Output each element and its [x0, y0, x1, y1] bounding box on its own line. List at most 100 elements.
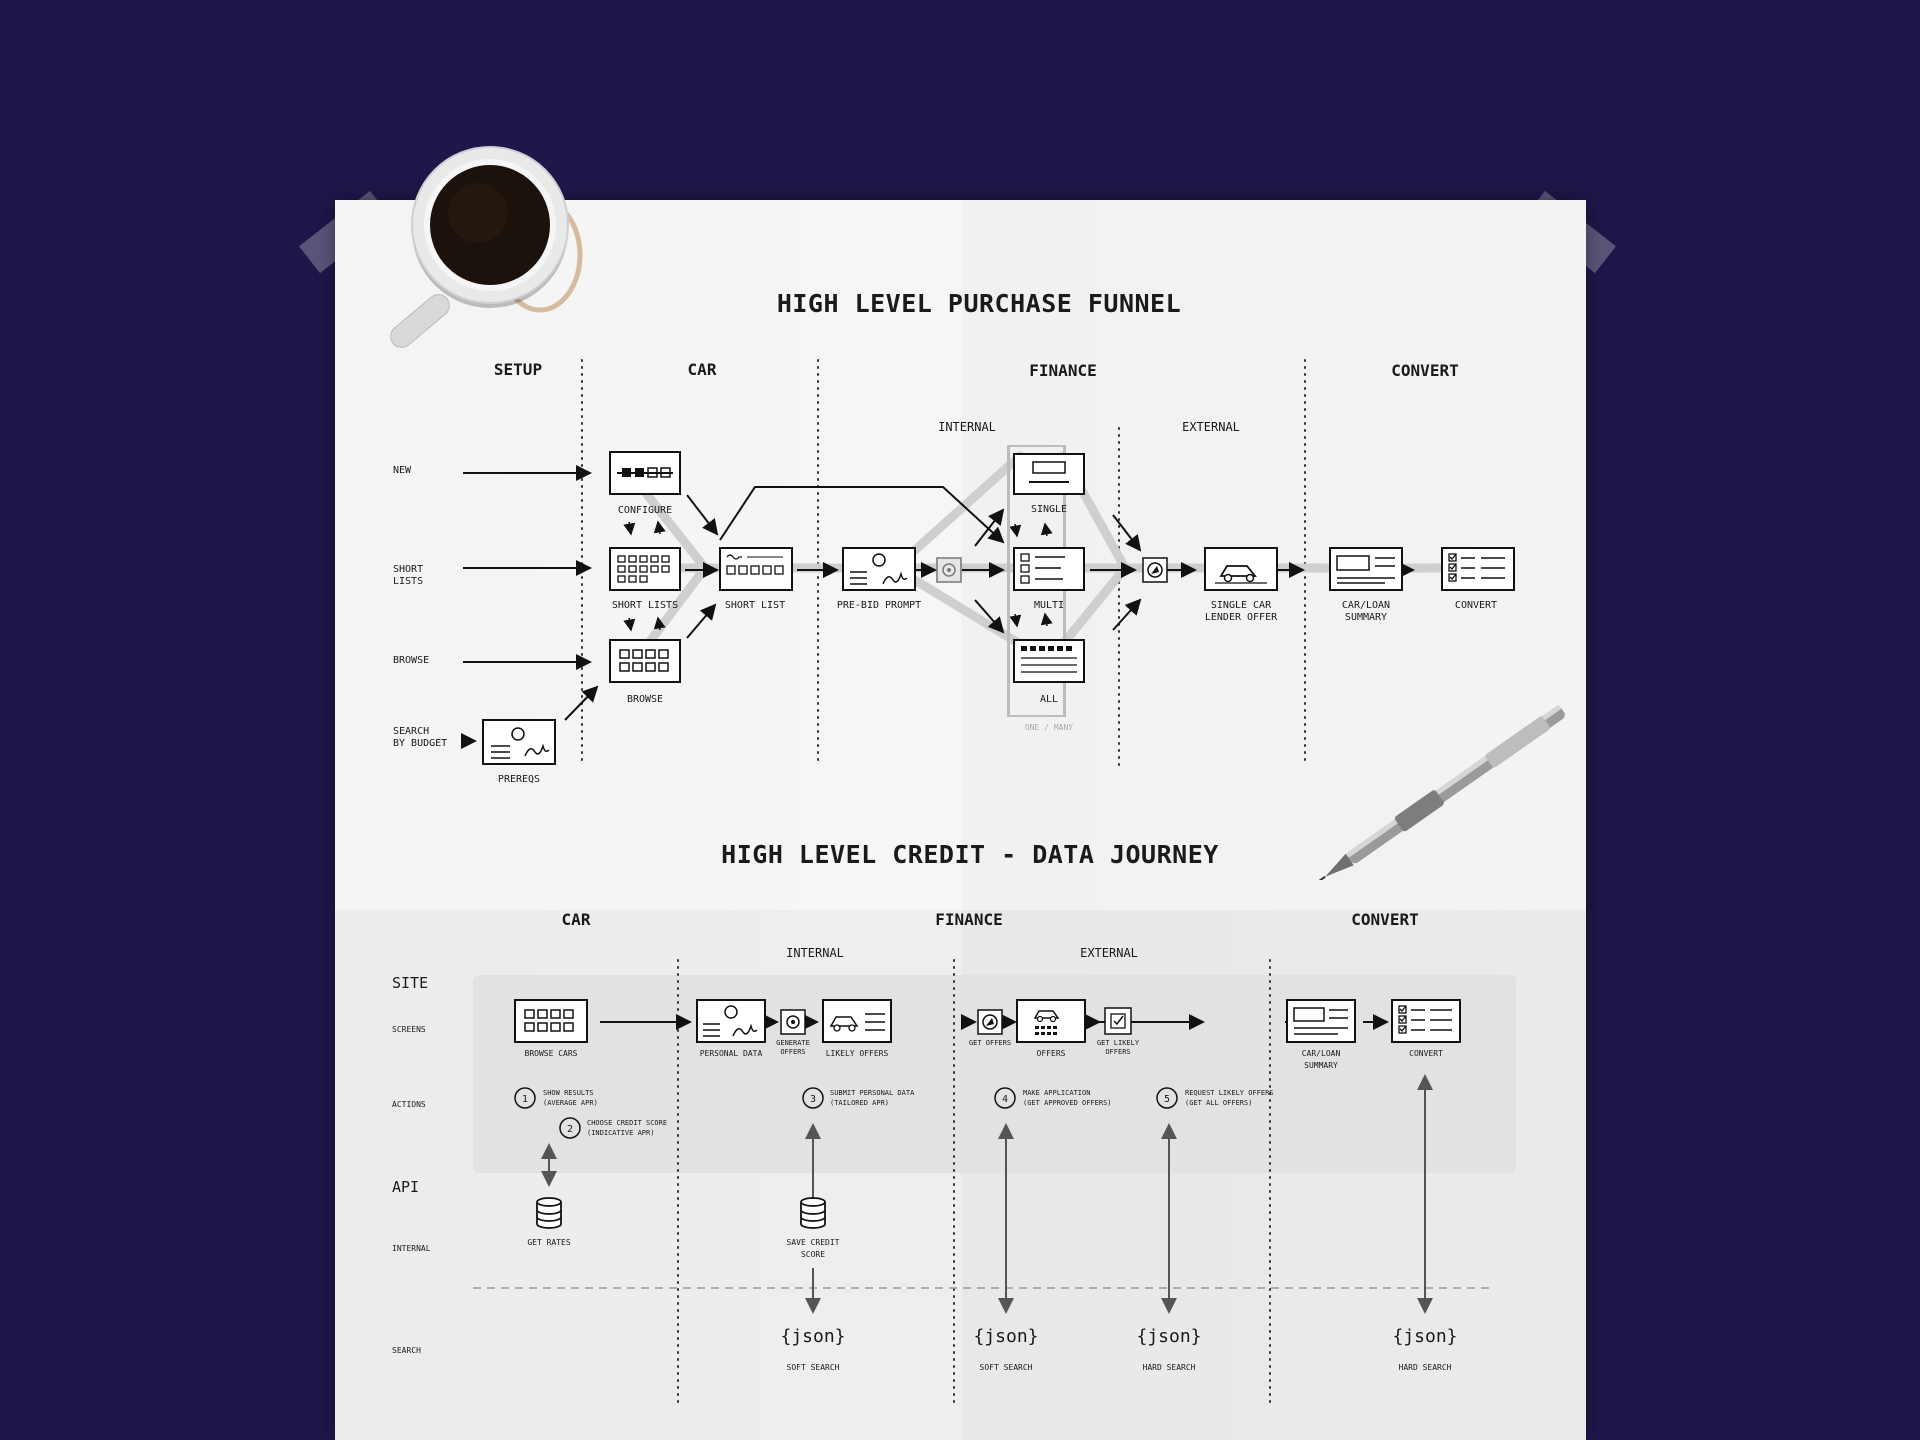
action-1: 1 SHOW RESULTS (AVERAGE APR)	[514, 1087, 598, 1109]
hard-search-label-1: HARD SEARCH	[1143, 1363, 1196, 1372]
funnel-row-search2: BY BUDGET	[393, 738, 447, 749]
json-icon-2: {json}	[973, 1326, 1038, 1347]
paper-sheet: HIGH LEVEL PURCHASE FUNNEL SETUP CAR FIN…	[335, 200, 1586, 1440]
node-short-lists[interactable]	[609, 547, 681, 591]
screen-get-likely-offers[interactable]	[1104, 1007, 1132, 1035]
screen-car-loan-summary[interactable]	[1286, 999, 1356, 1043]
screen-browse-cars[interactable]	[514, 999, 588, 1043]
row-screens: SCREENS	[392, 1025, 426, 1034]
journey-col-convert: CONVERT	[1351, 910, 1418, 929]
node-single-car-label2: LENDER OFFER	[1205, 612, 1278, 623]
node-single-car-offer[interactable]	[1204, 547, 1278, 591]
screen-browse-cars-label: BROWSE CARS	[525, 1049, 578, 1058]
svg-text:(GET ALL OFFERS): (GET ALL OFFERS)	[1185, 1099, 1252, 1107]
section-api: API	[392, 1178, 419, 1196]
action-4: 4 MAKE APPLICATION (GET APPROVED OFFERS)	[994, 1087, 1112, 1109]
node-short-list-label: SHORT LIST	[725, 600, 785, 611]
action-2: 2 CHOOSE CREDIT SCORE (INDICATIVE APR)	[559, 1117, 667, 1139]
funnel-col-finance: FINANCE	[1029, 361, 1096, 380]
node-car-loan-label1: CAR/LOAN	[1342, 600, 1390, 611]
json-icon-3: {json}	[1136, 1326, 1201, 1347]
node-pre-bid-label: PRE-BID PROMPT	[837, 600, 921, 611]
funnel-row-search1: SEARCH	[393, 726, 429, 737]
funnel-title: HIGH LEVEL PURCHASE FUNNEL	[777, 289, 1181, 318]
funnel-sub-external: EXTERNAL	[1182, 420, 1240, 434]
funnel-col-setup: SETUP	[494, 360, 542, 379]
node-prereqs-label: PREREQS	[498, 774, 540, 785]
node-pre-bid-prompt[interactable]	[842, 547, 916, 591]
node-short-lists-label: SHORT LISTS	[612, 600, 678, 611]
screen-offers-label: OFFERS	[1037, 1049, 1066, 1058]
soft-search-label-1: SOFT SEARCH	[787, 1363, 840, 1372]
funnel-sub-internal: INTERNAL	[938, 420, 996, 434]
svg-text:(INDICATIVE APR): (INDICATIVE APR)	[587, 1129, 654, 1137]
row-search: SEARCH	[392, 1346, 421, 1355]
node-convert[interactable]	[1441, 547, 1515, 591]
node-prereqs[interactable]	[482, 719, 556, 765]
node-short-list[interactable]	[719, 547, 793, 591]
node-car-loan-summary[interactable]	[1329, 547, 1403, 591]
node-single-car-label1: SINGLE CAR	[1211, 600, 1272, 611]
node-convert-label: CONVERT	[1455, 600, 1497, 611]
row-internal: INTERNAL	[392, 1244, 431, 1253]
svg-text:2: 2	[567, 1124, 573, 1135]
node-browse-label: BROWSE	[627, 694, 663, 705]
svg-text:SUBMIT PERSONAL DATA: SUBMIT PERSONAL DATA	[830, 1089, 915, 1097]
save-credit-label1: SAVE CREDIT	[787, 1238, 840, 1247]
node-car-loan-label2: SUMMARY	[1345, 612, 1387, 623]
screen-get-offers[interactable]	[977, 1009, 1003, 1035]
screen-likely-offers[interactable]	[822, 999, 892, 1043]
node-multi[interactable]	[1013, 547, 1085, 591]
hard-search-label-2: HARD SEARCH	[1399, 1363, 1452, 1372]
svg-text:3: 3	[810, 1094, 816, 1105]
funnel-separators	[581, 359, 1306, 771]
screen-convert[interactable]	[1391, 999, 1461, 1043]
journey-sub-external: EXTERNAL	[1080, 946, 1138, 960]
screen-generate-label1: GENERATE	[776, 1039, 810, 1047]
funnel-col-car: CAR	[688, 360, 717, 379]
svg-text:(AVERAGE APR): (AVERAGE APR)	[543, 1099, 598, 1107]
action-5: 5 REQUEST LIKELY OFFERS (GET ALL OFFERS)	[1156, 1087, 1274, 1109]
json-icon-1: {json}	[780, 1326, 845, 1347]
funnel-col-convert: CONVERT	[1391, 361, 1458, 380]
screen-get-offers-label: GET OFFERS	[969, 1039, 1011, 1047]
database-icon-rates	[536, 1197, 562, 1229]
screen-get-likely-label1: GET LIKELY	[1097, 1039, 1140, 1047]
svg-text:SHOW RESULTS: SHOW RESULTS	[543, 1089, 594, 1097]
svg-text:(TAILORED APR): (TAILORED APR)	[830, 1099, 889, 1107]
node-all-label: ALL	[1040, 694, 1058, 705]
journey-api-arrows	[541, 1074, 1433, 1314]
pencil-decoration	[1313, 705, 1565, 880]
one-many-note: ONE / MANY	[1025, 723, 1073, 732]
screen-personal-data[interactable]	[696, 999, 766, 1043]
site-band	[473, 975, 1516, 1173]
funnel-row-short1: SHORT	[393, 564, 423, 575]
node-browse[interactable]	[609, 639, 681, 683]
svg-text:5: 5	[1164, 1094, 1170, 1105]
screen-convert-label: CONVERT	[1409, 1049, 1443, 1058]
journey-col-finance: FINANCE	[935, 910, 1002, 929]
screen-car-loan-label1: CAR/LOAN	[1302, 1049, 1341, 1058]
screen-car-loan-label2: SUMMARY	[1304, 1061, 1338, 1070]
section-site: SITE	[392, 974, 428, 992]
funnel-connectors	[564, 486, 1415, 721]
screen-get-likely-label2: OFFERS	[1105, 1048, 1130, 1056]
node-configure-label: CONFIGURE	[618, 505, 672, 516]
node-single-label: SINGLE	[1031, 504, 1067, 515]
node-single[interactable]	[1013, 453, 1085, 495]
funnel-row-browse: BROWSE	[393, 655, 429, 666]
node-configure[interactable]	[609, 451, 681, 495]
journey-title: HIGH LEVEL CREDIT - DATA JOURNEY	[721, 840, 1219, 869]
journey-col-car: CAR	[562, 910, 591, 929]
funnel-row-short2: LISTS	[393, 576, 423, 587]
get-rates-label: GET RATES	[527, 1238, 571, 1247]
svg-text:REQUEST LIKELY OFFERS: REQUEST LIKELY OFFERS	[1185, 1089, 1274, 1097]
screen-offers[interactable]	[1016, 999, 1086, 1043]
node-multi-label: MULTI	[1034, 600, 1064, 611]
row-actions: ACTIONS	[392, 1100, 426, 1109]
journey-sub-internal: INTERNAL	[786, 946, 844, 960]
screen-generate-offers[interactable]	[780, 1009, 806, 1035]
database-icon-credit	[800, 1197, 826, 1229]
svg-text:CHOOSE CREDIT SCORE: CHOOSE CREDIT SCORE	[587, 1119, 667, 1127]
node-all[interactable]	[1013, 639, 1085, 683]
